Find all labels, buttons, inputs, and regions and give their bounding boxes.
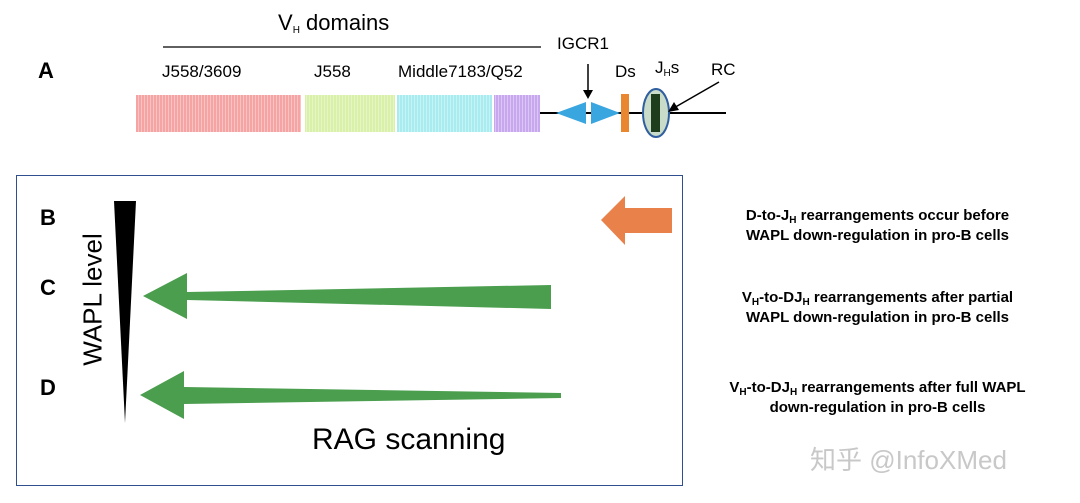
panel-c-label: C [40,275,56,300]
jh-label: JHs [655,58,680,79]
ds-label: Ds [615,62,636,81]
panel-a-label: A [38,58,54,83]
panel-d-arrow [140,371,561,419]
rc-label: RC [711,60,736,79]
ds-bar [621,94,629,132]
rc-pointer [671,81,720,110]
segment-label-j558: J558 [314,62,351,81]
igcr1-label: IGCR1 [557,34,609,53]
igcr1-left-triangle [556,102,586,124]
wapl-level-label: WAPL level [77,233,108,366]
panel-b-description: D-to-JH rearrangements occur before WAPL… [745,207,1010,244]
wapl-level-wedge [114,201,136,423]
panel-d-label: D [40,375,56,400]
jh-bar [651,94,660,132]
panel-c-description: VH-to-DJH rearrangements after partial W… [741,289,1014,326]
panel-b-label: B [40,205,56,230]
rag-scanning-label: RAG scanning [312,423,506,456]
igcr1-right-triangle [591,102,620,124]
panel-c-arrow [143,273,551,319]
segment-label-j558-3609: J558/3609 [162,62,242,81]
wapl-panel-box [16,175,683,486]
watermark: 知乎 @InfoXMed [810,445,1007,475]
segment-label-middle7183-q52: Middle7183/Q52 [398,62,523,81]
panel-d-description: VH-to-DJH rearrangements after full WAPL… [729,379,1026,416]
vh-domains-title: VH domains [278,10,390,36]
panel-b-arrow [601,196,672,245]
